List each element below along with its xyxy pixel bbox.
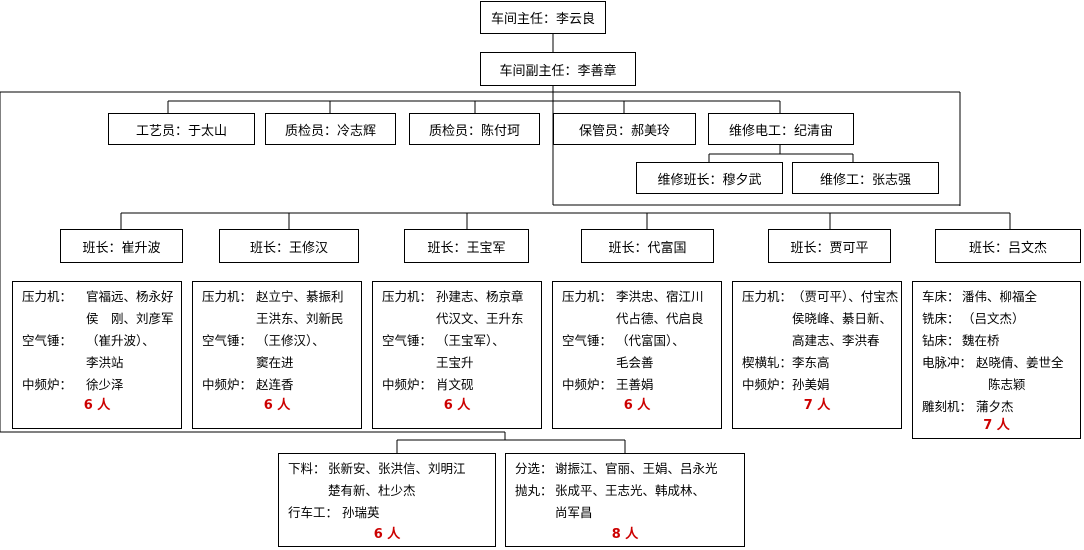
team-box-2: 压力机：赵立宁、綦振利 王洪东、刘新民 空气锤：（王修汉）、 窦在进 中频炉：赵… <box>192 281 362 429</box>
staff-box-inspector-1: 质检员：冷志辉 <box>265 113 396 145</box>
team-line: 钻床：魏在桥 <box>922 333 1000 348</box>
staff-box-craftsman: 工艺员：于太山 <box>108 113 255 145</box>
team-line: 压力机：孙建志、杨京章 <box>382 289 524 304</box>
team-line: 王洪东、刘新民 <box>256 311 344 326</box>
team-line: 电脉冲：赵晓倩、姜世全 <box>922 355 1064 370</box>
team-line: 中频炉：徐少泽 <box>22 377 124 392</box>
headcount: 7 人 <box>803 398 831 413</box>
staff-box-electrician: 维修电工：纪清宙 <box>708 113 854 145</box>
team-line: 分选：谢振江、官丽、王娟、吕永光 <box>515 461 718 476</box>
team-line: 压力机：（贾可平）、付宝杰 <box>742 289 899 304</box>
team-box-5: 压力机：（贾可平）、付宝杰 侯晓峰、綦日新、 高建志、李洪春 楔横轧：李东高 中… <box>732 281 902 429</box>
team-line: 李洪站 <box>86 355 124 370</box>
team-line: 压力机：李洪忠、宿江川 <box>562 289 704 304</box>
team-line: 压力机：官福远、杨永好 <box>22 289 174 304</box>
team-line: 尚军昌 <box>555 505 593 520</box>
team-line: 压力机：赵立宁、綦振利 <box>202 289 344 304</box>
team-leader-5: 班长：贾可平 <box>768 229 891 263</box>
team-box-1: 压力机：官福远、杨永好 侯 刚、刘彦军 空气锤：（崔升波）、 李洪站 中频炉：徐… <box>12 281 182 429</box>
staff-box-inspector-2: 质检员：陈付珂 <box>409 113 540 145</box>
deputy-director-box: 车间副主任：李善章 <box>480 52 636 86</box>
team-line: 抛丸：张成平、王志光、韩成林、 <box>515 483 706 498</box>
team-leader-3: 班长：王宝军 <box>404 229 529 263</box>
team-line: 雕刻机：蒲夕杰 <box>922 399 1014 414</box>
team-box-6: 车床：潘伟、柳福全 铣床：（吕文杰） 钻床：魏在桥 电脉冲：赵晓倩、姜世全 陈志… <box>912 281 1081 439</box>
headcount: 6 人 <box>83 398 111 413</box>
director-box: 车间主任：李云良 <box>480 1 606 34</box>
headcount: 7 人 <box>983 418 1010 433</box>
team-line: 空气锤：（代富国）、 <box>562 333 685 348</box>
team-line: 中频炉：肖文砚 <box>382 377 474 392</box>
headcount: 6 人 <box>623 398 651 413</box>
team-line: 代占德、代启良 <box>616 311 704 326</box>
headcount: 6 人 <box>443 398 471 413</box>
team-line: 楔横轧：李东高 <box>742 355 830 370</box>
staff-box-keeper: 保管员：郝美玲 <box>553 113 696 145</box>
team-leader-1: 班长：崔升波 <box>60 229 183 263</box>
team-line: 中频炉：孙美娟 <box>742 377 830 392</box>
team-line: 高建志、李洪春 <box>792 333 880 348</box>
team-line: 侯晓峰、綦日新、 <box>792 311 893 326</box>
bottom-box-2: 分选：谢振江、官丽、王娟、吕永光 抛丸：张成平、王志光、韩成林、 尚军昌 8 人 <box>505 453 745 547</box>
team-line: 侯 刚、刘彦军 <box>86 311 174 326</box>
team-line: 陈志颖 <box>988 377 1026 392</box>
team-line: 空气锤：（王修汉）、 <box>202 333 325 348</box>
team-line: 中频炉：赵连香 <box>202 377 294 392</box>
team-line: 下料：张新安、张洪信、刘明江 <box>288 461 466 476</box>
team-line: 窦在进 <box>256 355 294 370</box>
team-line: 毛会善 <box>616 355 654 370</box>
team-line: 行车工：孙瑞英 <box>288 505 380 520</box>
team-leader-2: 班长：王修汉 <box>219 229 359 263</box>
team-box-4: 压力机：李洪忠、宿江川 代占德、代启良 空气锤：（代富国）、 毛会善 中频炉：王… <box>552 281 722 429</box>
team-line: 中频炉：王善娟 <box>562 377 654 392</box>
team-line: 车床：潘伟、柳福全 <box>922 289 1038 304</box>
headcount: 8 人 <box>611 527 639 542</box>
team-line: 空气锤：（王宝军）、 <box>382 333 505 348</box>
team-line: 楚有新、杜少杰 <box>328 483 416 498</box>
headcount: 6 人 <box>263 398 291 413</box>
bottom-box-1: 下料：张新安、张洪信、刘明江 楚有新、杜少杰 行车工：孙瑞英 6 人 <box>278 453 496 547</box>
team-line: 空气锤：（崔升波）、 <box>22 333 155 348</box>
maintenance-leader-box: 维修班长：穆夕武 <box>636 162 783 194</box>
team-line: 代汉文、王升东 <box>436 311 524 326</box>
maintenance-worker-box: 维修工：张志强 <box>792 162 939 194</box>
team-line: 铣床：（吕文杰） <box>922 311 1025 326</box>
headcount: 6 人 <box>373 527 401 542</box>
team-leader-6: 班长：吕文杰 <box>935 229 1081 263</box>
team-box-3: 压力机：孙建志、杨京章 代汉文、王升东 空气锤：（王宝军）、 王宝升 中频炉：肖… <box>372 281 542 429</box>
team-line: 王宝升 <box>436 355 474 370</box>
team-leader-4: 班长：代富国 <box>581 229 714 263</box>
